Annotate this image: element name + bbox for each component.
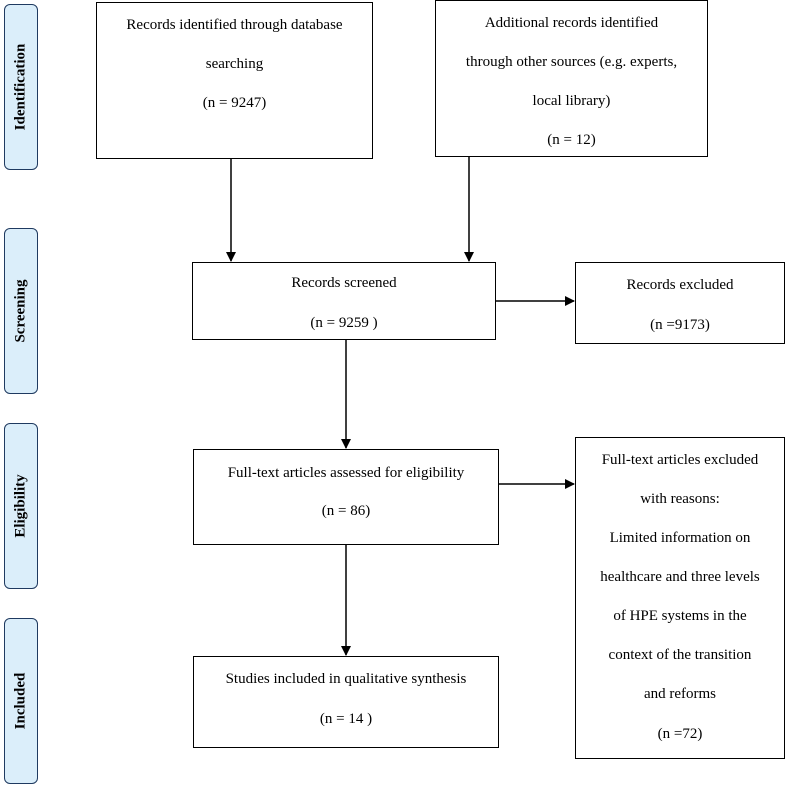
fulltext-excluded-title: Full-text articles excluded [601,452,759,468]
fulltext-excluded-reason-line-2: healthcare and three levels [600,569,760,585]
fulltext-excluded-reason-line-4: context of the transition [608,647,752,663]
database-records-count: (n = 9247) [202,95,267,111]
fulltext-excluded-box: Full-text articles excluded with reasons… [575,437,785,759]
additional-records-sources-cont: local library) [532,93,611,109]
records-screened-count: (n = 9259 ) [310,315,378,331]
records-excluded-count: (n =9173) [650,317,710,333]
fulltext-assessed-title: Full-text articles assessed for eligibil… [227,465,465,481]
records-screened-title: Records screened [291,275,397,291]
additional-records-title: Additional records identified [484,15,659,31]
records-screened-box: Records screened (n = 9259 ) [192,262,496,340]
database-records-title: Records identified through database [126,17,343,33]
fulltext-excluded-count: (n =72) [657,726,703,742]
studies-included-box: Studies included in qualitative synthesi… [193,656,499,748]
additional-records-box: Additional records identified through ot… [435,0,708,157]
fulltext-excluded-reason-line-3: of HPE systems in the [613,608,747,624]
stage-screening: Screening [4,228,38,394]
fulltext-excluded-reason-line-1: Limited information on [609,530,751,546]
fulltext-excluded-reason-line-5: and reforms [643,686,717,702]
fulltext-assessed-count: (n = 86) [321,503,371,519]
database-records-subtitle: searching [205,56,264,72]
fulltext-excluded-reasons-label: with reasons: [640,491,720,507]
studies-included-title: Studies included in qualitative synthesi… [225,671,467,687]
additional-records-count: (n = 12) [547,132,596,148]
stage-eligibility: Eligibility [4,423,38,589]
stage-identification: Identification [4,4,38,170]
database-records-box: Records identified through database sear… [96,2,373,159]
records-excluded-title: Records excluded [626,277,734,293]
records-excluded-box: Records excluded (n =9173) [575,262,785,344]
additional-records-sources: through other sources (e.g. experts, [465,54,678,70]
fulltext-assessed-box: Full-text articles assessed for eligibil… [193,449,499,545]
stage-included: Included [4,618,38,784]
studies-included-count: (n = 14 ) [319,711,373,727]
